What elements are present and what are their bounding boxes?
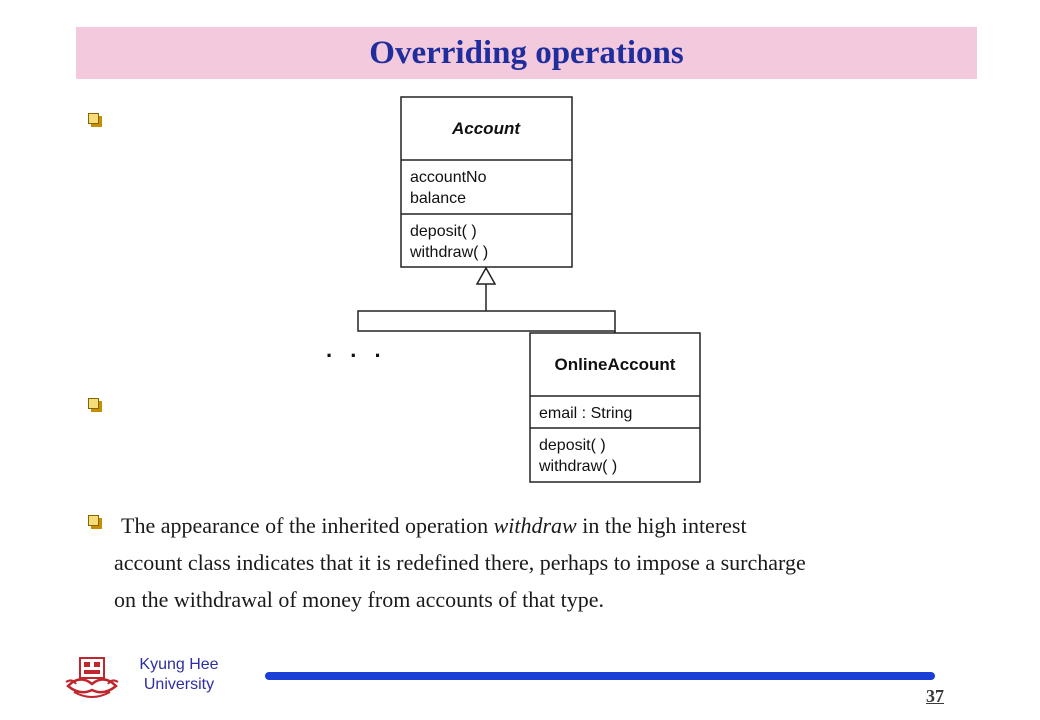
account-class-name: Account [451,119,521,138]
account-class: Account accountNo balance deposit( ) wit… [400,96,573,268]
online-account-attribute: email : String [539,405,632,422]
emphasis-withdraw: withdraw [493,513,577,538]
online-account-class: OnlineAccount email : String deposit( ) … [529,332,701,483]
account-attribute: balance [410,190,466,207]
online-account-operation: deposit( ) [539,437,606,454]
university-name: Kyung Hee University [139,656,219,693]
bullet-icon [88,113,102,127]
paragraph-line-3: on the withdrawal of money from accounts… [114,587,604,612]
account-attribute: accountNo [410,169,487,186]
online-account-class-name: OnlineAccount [555,355,676,374]
body-paragraph: The appearance of the inherited operatio… [121,507,981,544]
page-number: 37 [926,686,944,706]
online-account-operation: withdraw( ) [538,458,617,475]
inheritance-connector [357,266,616,333]
paragraph-line-1: The appearance of the inherited operatio… [121,513,747,538]
ellipsis-text: . . . [326,337,387,362]
university-logo-icon [65,657,119,698]
account-operation: deposit( ) [410,223,477,240]
account-operation: withdraw( ) [409,244,488,261]
paragraph-line-2: account class indicates that it is redef… [114,550,806,575]
generalization-arrow-icon [475,266,497,285]
body-paragraph-continued: account class indicates that it is redef… [114,544,974,618]
footer-divider [265,672,935,680]
slide-title: Overriding operations [369,35,684,71]
title-bar: Overriding operations [76,27,977,79]
bullet-icon [88,398,102,412]
bullet-icon [88,515,102,529]
